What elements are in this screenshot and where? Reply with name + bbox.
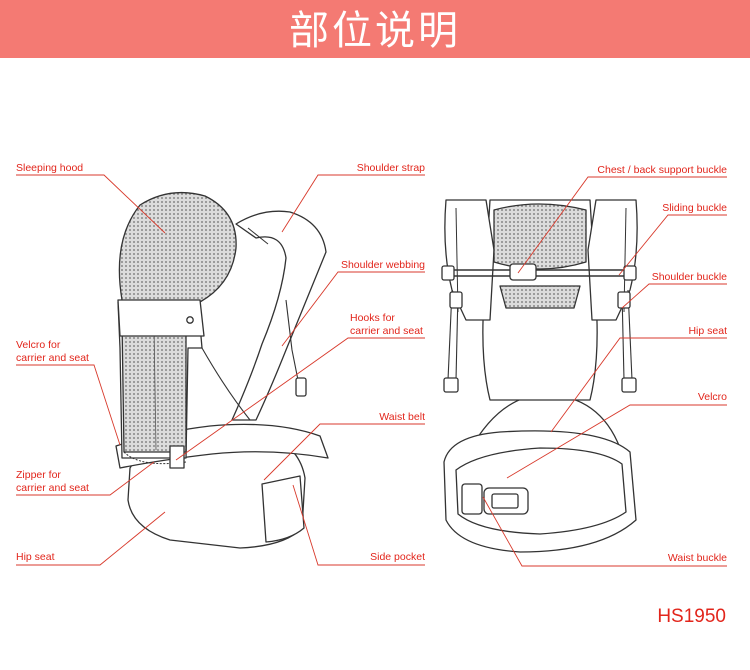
- label-side-pocket: Side pocket: [370, 551, 425, 563]
- label-velcro-carrier-line1: Velcro for: [16, 339, 61, 351]
- label-hip-seat-right: Hip seat: [688, 325, 727, 337]
- label-hooks-line2: carrier and seat: [350, 325, 423, 337]
- model-number: HS1950: [657, 606, 726, 627]
- carrier-back-view: [442, 200, 637, 552]
- label-waist-belt: Waist belt: [379, 411, 425, 423]
- label-shoulder-strap: Shoulder strap: [357, 162, 425, 174]
- label-shoulder-buckle: Shoulder buckle: [652, 271, 727, 283]
- label-chest-buckle: Chest / back support buckle: [597, 164, 727, 176]
- leader-velcro-carrier: [16, 365, 120, 445]
- label-hip-seat-left: Hip seat: [16, 551, 55, 563]
- label-waist-buckle: Waist buckle: [668, 552, 727, 564]
- label-zipper-line2: carrier and seat: [16, 482, 89, 494]
- label-sleeping-hood: Sleeping hood: [16, 162, 83, 174]
- label-sliding-buckle: Sliding buckle: [662, 202, 727, 214]
- label-velcro: Velcro: [698, 391, 727, 403]
- label-velcro-carrier-line2: carrier and seat: [16, 352, 89, 364]
- leader-shoulder-buckle: [622, 284, 727, 308]
- label-shoulder-webbing: Shoulder webbing: [341, 259, 425, 271]
- label-zipper-line1: Zipper for: [16, 469, 61, 481]
- label-hooks-line1: Hooks for: [350, 312, 395, 324]
